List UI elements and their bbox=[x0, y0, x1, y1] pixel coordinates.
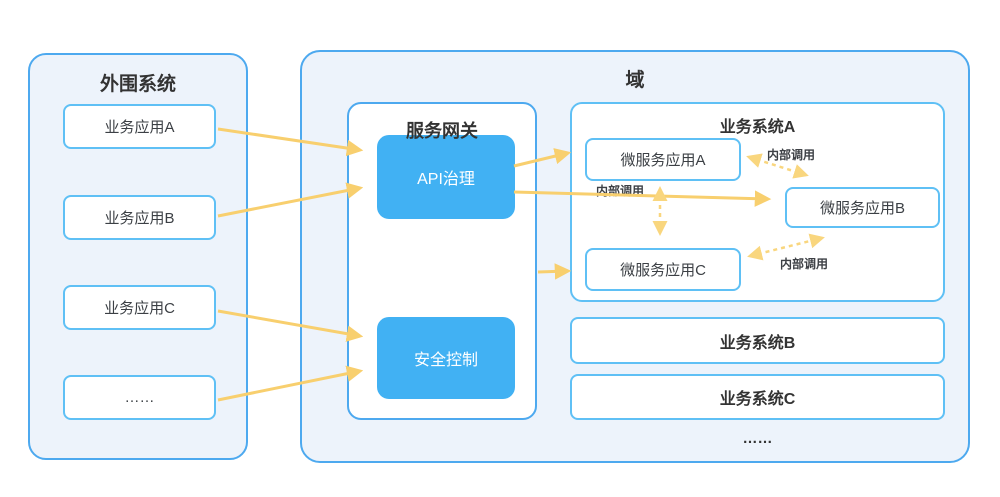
domain-ellipsis: …… bbox=[742, 430, 773, 447]
node-business-app-ellipsis: …… bbox=[63, 375, 216, 420]
node-business-system-b: 业务系统B bbox=[570, 317, 945, 364]
business-system-a-panel: 业务系统A 微服务应用A 微服务应用B 微服务应用C bbox=[570, 102, 945, 302]
node-business-app-c: 业务应用C bbox=[63, 285, 216, 330]
internal-call-label-a-c: 内部调用 bbox=[596, 184, 645, 198]
domain-panel: 域 API治理 服务网关 安全控制 业务系统A 微服务应用A 微服务应用B 微服… bbox=[300, 50, 970, 463]
node-microservice-a: 微服务应用A bbox=[585, 138, 741, 181]
domain-panel-title: 域 bbox=[625, 70, 645, 91]
node-business-system-c: 业务系统C bbox=[570, 374, 945, 420]
peripheral-systems-panel: 外围系统 业务应用A 业务应用B 业务应用C …… bbox=[28, 53, 248, 460]
node-business-app-b: 业务应用B bbox=[63, 195, 216, 240]
peripheral-panel-title: 外围系统 bbox=[99, 74, 176, 95]
internal-call-label-a-b: 内部调用 bbox=[767, 148, 816, 162]
node-microservice-c: 微服务应用C bbox=[585, 248, 741, 291]
node-microservice-b: 微服务应用B bbox=[785, 187, 940, 228]
node-security-control: 安全控制 bbox=[377, 317, 515, 399]
service-gateway-panel: API治理 服务网关 安全控制 bbox=[347, 102, 537, 420]
service-gateway-title: 服务网关 bbox=[406, 121, 478, 141]
internal-call-label-c-b: 内部调用 bbox=[780, 257, 829, 271]
business-system-a-title: 业务系统A bbox=[719, 119, 796, 136]
node-business-app-a: 业务应用A bbox=[63, 104, 216, 149]
node-api-governance: API治理 bbox=[377, 135, 515, 219]
